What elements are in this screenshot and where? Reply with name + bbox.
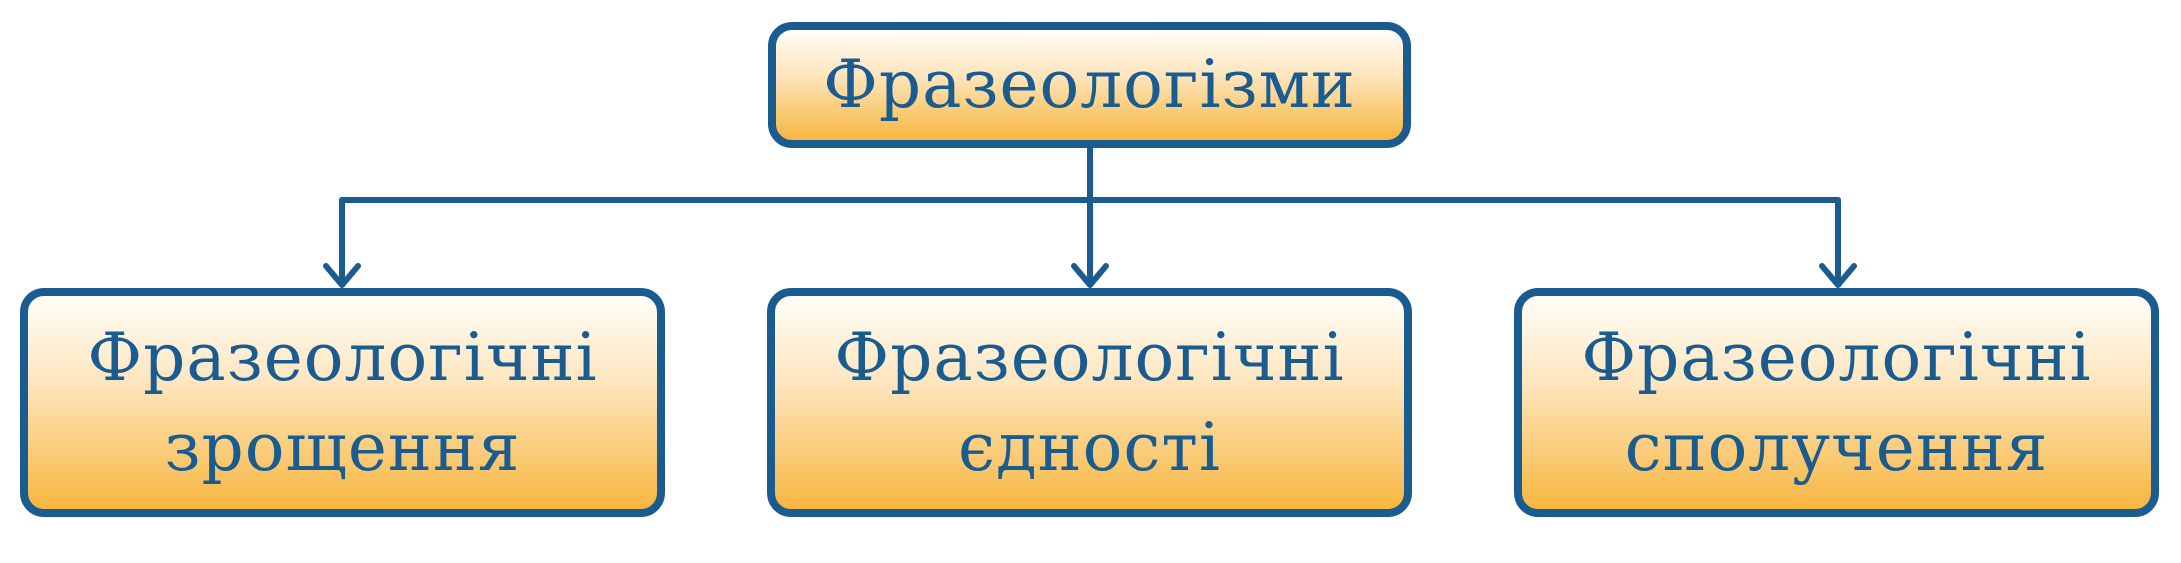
- child-label-line2: сполучення: [1624, 408, 2049, 486]
- root-label: Фразеологізми: [823, 46, 1356, 123]
- child-label-line1: Фразеологічні: [834, 318, 1345, 396]
- child-node-fused: Фразеологічні зрощення: [20, 288, 665, 517]
- arrowhead-middle: [1071, 263, 1109, 288]
- child-label-line2: зрощення: [164, 408, 521, 486]
- arrowhead-right: [1819, 263, 1857, 288]
- root-node: Фразеологізми: [768, 22, 1411, 148]
- child-node-unities: Фразеологічні єдності: [767, 288, 1412, 517]
- child-label-line1: Фразеологічні: [87, 318, 598, 396]
- arrowhead-left: [323, 263, 361, 288]
- child-node-combinations: Фразеологічні сполучення: [1514, 288, 2159, 517]
- child-label-line1: Фразеологічні: [1581, 318, 2092, 396]
- child-label-line2: єдності: [958, 408, 1221, 486]
